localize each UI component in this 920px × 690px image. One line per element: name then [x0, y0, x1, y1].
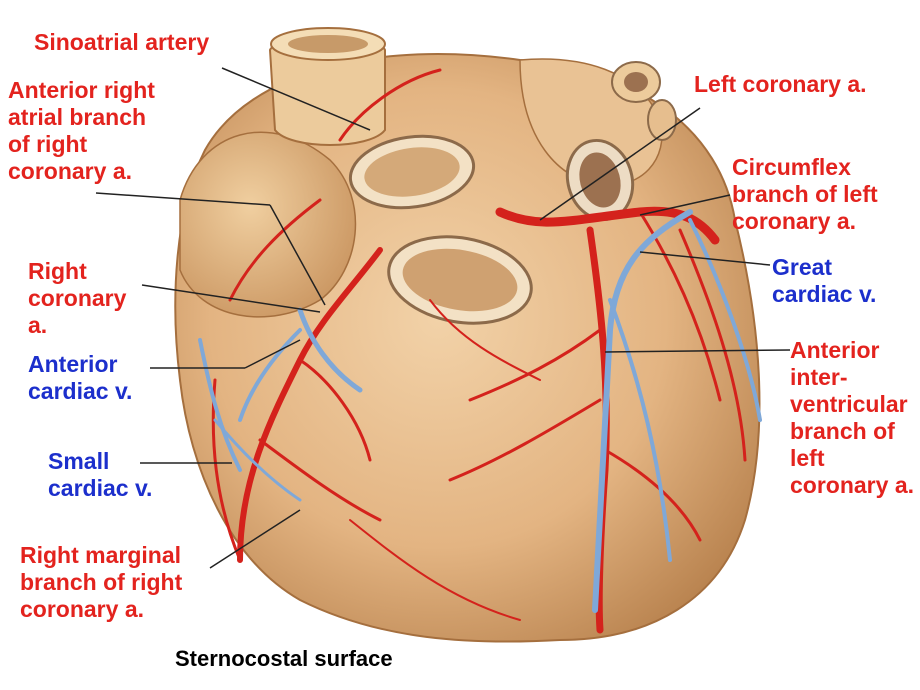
cardiac-veins	[198, 209, 762, 613]
label-great-cardiac-vein: Great cardiac v.	[772, 254, 877, 307]
label-circumflex-branch: Circumflex branch of left coronary a.	[732, 154, 878, 234]
label-anterior-right-atrial-branch: Anterior right atrial branch of right co…	[8, 77, 155, 184]
right-auricle	[179, 131, 357, 318]
figure-caption: Sternocostal surface	[175, 646, 393, 671]
label-small-cardiac-vein: Small cardiac v.	[48, 448, 153, 501]
coronary-arteries	[211, 68, 747, 634]
label-right-coronary: Right coronary a.	[28, 258, 127, 338]
label-left-coronary: Left coronary a.	[694, 71, 867, 97]
label-sinoatrial-artery: Sinoatrial artery	[34, 29, 210, 55]
label-anterior-interventricular-branch: Anterior inter- ventricular branch of le…	[790, 337, 914, 498]
label-right-marginal-branch: Right marginal branch of right coronary …	[20, 542, 183, 622]
label-anterior-cardiac-vein: Anterior cardiac v.	[28, 351, 133, 404]
leader-lines	[95, 67, 791, 569]
